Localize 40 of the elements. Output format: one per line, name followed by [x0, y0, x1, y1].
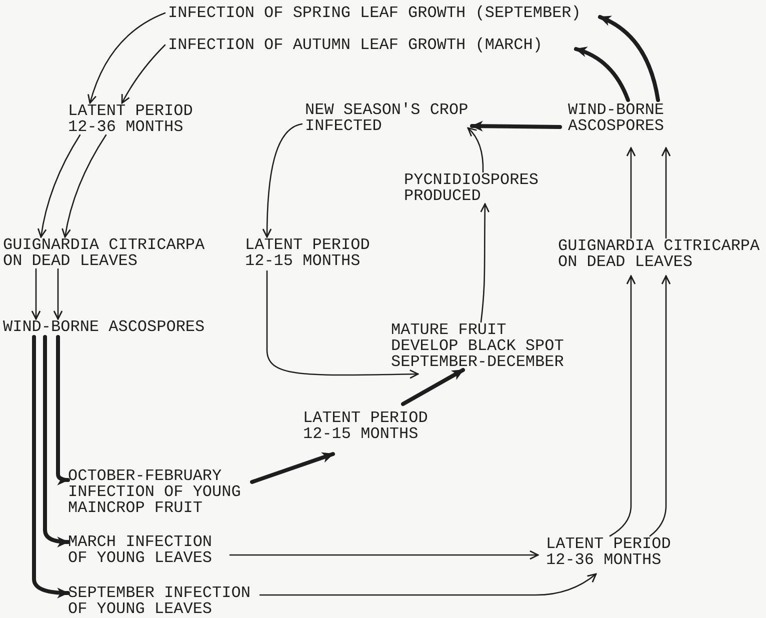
stage-label: INFECTION OF SPRING LEAF GROWTH (SEPTEMBER): [168, 5, 590, 21]
stage-label: WIND-BORNE ASCOSPORES: [3, 319, 214, 335]
arrow: [574, 47, 630, 102]
stage-label: LATENT PERIOD 12-15 MONTHS: [245, 237, 380, 269]
stage-label: GUIGNARDIA CITRICARPA ON DEAD LEAVES: [3, 237, 214, 269]
arrow: [661, 147, 671, 239]
arrow: [250, 452, 335, 484]
arrow: [470, 120, 562, 132]
arrow: [598, 15, 660, 102]
arrow: [229, 550, 539, 560]
arrow: [649, 275, 671, 537]
arrow: [88, 12, 166, 104]
stage-label: SEPTEMBER INFECTION OF YOUNG LEAVES: [68, 585, 260, 617]
arrow: [43, 335, 70, 548]
arrow: [467, 127, 484, 173]
stage-label: MARCH INFECTION OF YOUNG LEAVES: [68, 534, 222, 566]
stage-label: WIND-BORNE ASCOSPORES: [568, 102, 674, 134]
arrow: [38, 134, 81, 238]
arrow: [62, 134, 107, 238]
arrow: [262, 123, 303, 238]
stage-label: MATURE FRUIT DEVELOP BLACK SPOT SEPTEMBER-DECEMBER: [391, 322, 574, 370]
arrow: [401, 368, 465, 406]
arrow: [53, 268, 63, 320]
stage-label: OCTOBER-FEBRUARY INFECTION OF YOUNG MAINCROP FRUIT: [68, 468, 250, 516]
arrow: [626, 147, 636, 239]
stage-label: LATENT PERIOD 12-36 MONTHS: [68, 103, 202, 135]
arrow: [480, 203, 490, 323]
stage-label: INFECTION OF AUTUMN LEAF GROWTH (MARCH): [168, 37, 552, 53]
arrow: [609, 275, 636, 537]
arrow: [121, 44, 166, 104]
stage-label: LATENT PERIOD 12-36 MONTHS: [546, 536, 680, 568]
stage-label: NEW SEASON'S CROP INFECTED: [305, 102, 468, 134]
arrow: [56, 335, 70, 486]
arrow: [259, 573, 597, 596]
arrow: [266, 270, 419, 379]
arrow: [32, 335, 70, 598]
stage-label: PYCNIDIOSPORES PRODUCED: [404, 172, 548, 204]
stage-label: GUIGNARDIA CITRICARPA ON DEAD LEAVES: [558, 238, 766, 270]
stage-label: LATENT PERIOD 12-15 MONTHS: [303, 410, 438, 442]
arrow: [31, 268, 41, 320]
